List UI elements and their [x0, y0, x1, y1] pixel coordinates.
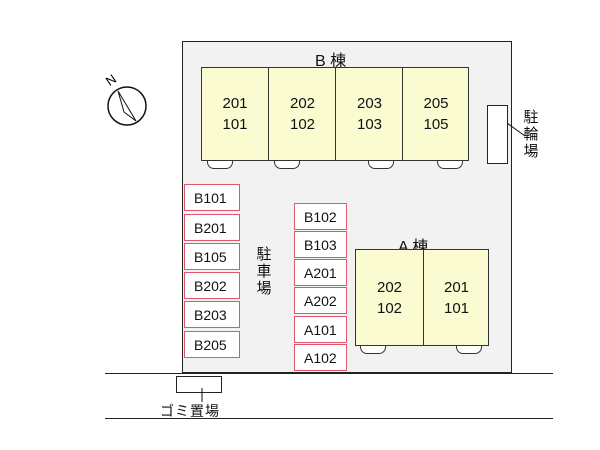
entrance-step — [360, 346, 386, 354]
unit-lower: 105 — [423, 116, 449, 133]
road-line-top — [105, 373, 553, 374]
entrance-step — [207, 161, 233, 169]
bicycle-parking-leader — [507, 122, 526, 137]
building-b-unit: 203 103 — [335, 68, 403, 160]
building-b-unit: 205 105 — [402, 68, 469, 160]
entrance-step — [456, 346, 482, 354]
building-b-unit: 202 102 — [268, 68, 336, 160]
building-a: 202 102 201 101 — [355, 249, 489, 346]
building-b: 201 101 202 102 203 103 205 105 — [201, 67, 469, 161]
unit-upper: 201 — [443, 278, 470, 296]
unit-upper: 202 — [289, 95, 316, 112]
building-a-unit: 202 102 — [356, 250, 423, 345]
unit-upper: 201 — [222, 95, 248, 112]
unit-upper: 203 — [356, 95, 383, 112]
parking-slot: A102 — [294, 344, 347, 371]
parking-slot: B202 — [184, 272, 240, 299]
entrance-step — [274, 161, 300, 169]
parking-slot: B201 — [184, 214, 240, 241]
parking-slot: A101 — [294, 316, 347, 343]
parking-slot: A201 — [294, 259, 347, 286]
unit-upper: 202 — [376, 278, 403, 296]
unit-lower: 101 — [222, 116, 248, 133]
entrance-step — [368, 161, 394, 169]
parking-slot: B103 — [294, 231, 347, 258]
unit-lower: 102 — [289, 116, 316, 133]
entrance-step — [437, 161, 463, 169]
bicycle-parking-area — [487, 105, 508, 164]
garbage-area — [176, 376, 222, 393]
parking-slot: B205 — [184, 331, 240, 358]
car-parking-label: 駐 車 場 — [256, 246, 272, 297]
parking-slot: B101 — [184, 184, 240, 211]
parking-slot: B203 — [184, 301, 240, 328]
building-b-label: B 棟 — [315, 53, 347, 70]
bicycle-parking-label: 駐 輪 場 — [523, 109, 539, 160]
parking-slot: B102 — [294, 203, 347, 230]
compass-north-label: N — [103, 71, 119, 89]
unit-lower: 102 — [376, 299, 403, 317]
parking-slot: A202 — [294, 287, 347, 314]
garbage-label: ゴミ置場 — [160, 403, 220, 419]
compass: N — [103, 71, 147, 126]
parking-slot: B105 — [184, 243, 240, 270]
road-line-bottom — [105, 418, 553, 419]
unit-upper: 205 — [423, 95, 449, 112]
compass-needle-tail — [117, 90, 137, 122]
building-a-unit: 201 101 — [423, 250, 489, 345]
unit-lower: 103 — [356, 116, 383, 133]
garbage-leader — [201, 388, 203, 402]
building-b-unit: 201 101 — [202, 68, 268, 160]
unit-lower: 101 — [443, 299, 470, 317]
